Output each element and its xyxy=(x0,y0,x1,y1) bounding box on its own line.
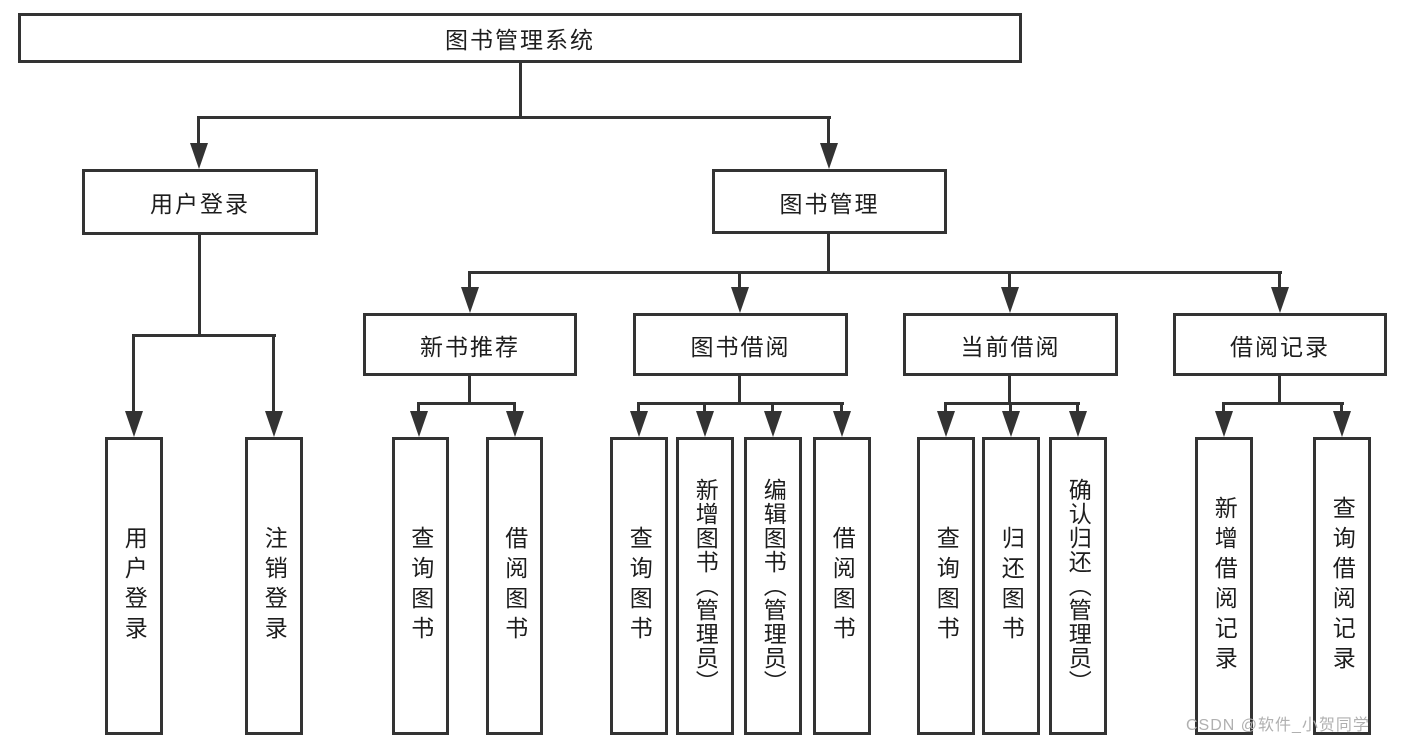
node-new-book-recommend: 新书推荐 xyxy=(363,313,577,376)
leaf-return-book: 归还图书 xyxy=(982,437,1040,735)
connector-user-rail xyxy=(132,334,276,337)
arrow-down-icon xyxy=(410,411,428,437)
leaf-label: 确认归还（管理员） xyxy=(1065,478,1092,694)
arrow-down-icon xyxy=(461,287,479,313)
arrow-down-icon xyxy=(820,143,838,169)
arrow-down-icon xyxy=(764,411,782,437)
connector-root-stem xyxy=(519,63,522,119)
connector-drop xyxy=(840,402,843,416)
connector-drop xyxy=(1076,402,1079,416)
arrow-down-icon xyxy=(1001,287,1019,313)
leaf-label: 查询借阅记录 xyxy=(1329,496,1356,676)
arrow-down-icon xyxy=(731,287,749,313)
connector-section-stem xyxy=(738,376,741,405)
arrow-down-icon xyxy=(1215,411,1233,437)
connector-drop xyxy=(513,402,516,416)
leaf-add-book-admin: 新增图书（管理员） xyxy=(676,437,734,735)
connector-user-stem xyxy=(198,235,201,337)
leaf-query-borrow-record: 查询借阅记录 xyxy=(1313,437,1371,735)
connector-root-rail xyxy=(197,116,831,119)
watermark-text: CSDN @软件_小贺同学 xyxy=(1186,717,1370,734)
leaf-label: 查询图书 xyxy=(626,526,653,646)
node-label: 新书推荐 xyxy=(420,333,520,360)
leaf-user-login: 用户登录 xyxy=(105,437,163,735)
leaf-label: 编辑图书（管理员） xyxy=(760,478,787,694)
connector-drop xyxy=(703,402,706,416)
connector-drop xyxy=(771,402,774,416)
leaf-edit-book-admin: 编辑图书（管理员） xyxy=(744,437,802,735)
connector-drop xyxy=(132,334,135,414)
connector-section-rail xyxy=(637,402,844,405)
leaf-query-book-borrow: 查询图书 xyxy=(610,437,668,735)
node-label: 用户登录 xyxy=(150,191,250,217)
node-book-management: 图书管理 xyxy=(712,169,947,234)
connector-drop xyxy=(1340,402,1343,416)
node-label: 图书管理系统 xyxy=(445,27,595,53)
arrow-down-icon xyxy=(630,411,648,437)
connector-section-stem xyxy=(1008,376,1011,405)
connector-book-stem xyxy=(827,234,830,274)
leaf-label: 借阅图书 xyxy=(501,526,528,646)
leaf-label: 查询图书 xyxy=(407,526,434,646)
connector-section-rail xyxy=(944,402,1080,405)
connector-drop xyxy=(468,271,471,291)
arrow-down-icon xyxy=(190,143,208,169)
connector-section-stem xyxy=(468,376,471,405)
arrow-down-icon xyxy=(506,411,524,437)
leaf-confirm-return-admin: 确认归还（管理员） xyxy=(1049,437,1107,735)
leaf-label: 查询图书 xyxy=(933,526,960,646)
node-current-borrow: 当前借阅 xyxy=(903,313,1118,376)
connector-drop xyxy=(827,116,830,146)
leaf-label: 新增图书（管理员） xyxy=(692,478,719,694)
connector-drop xyxy=(738,271,741,291)
connector-section-rail xyxy=(417,402,516,405)
arrow-down-icon xyxy=(696,411,714,437)
connector-drop xyxy=(1009,402,1012,416)
connector-drop xyxy=(637,402,640,416)
connector-drop xyxy=(417,402,420,416)
node-book-borrow: 图书借阅 xyxy=(633,313,848,376)
node-library-management-system: 图书管理系统 xyxy=(18,13,1022,63)
arrow-down-icon xyxy=(125,411,143,437)
connector-section-stem xyxy=(1278,376,1281,405)
connector-drop xyxy=(1278,271,1281,291)
leaf-label: 用户登录 xyxy=(121,526,148,646)
node-borrow-records: 借阅记录 xyxy=(1173,313,1387,376)
arrow-down-icon xyxy=(937,411,955,437)
leaf-query-book-recommend: 查询图书 xyxy=(392,437,449,735)
connector-drop xyxy=(1222,402,1225,416)
connector-book-rail xyxy=(468,271,1282,274)
arrow-down-icon xyxy=(1333,411,1351,437)
node-label: 借阅记录 xyxy=(1230,333,1330,360)
leaf-label: 新增借阅记录 xyxy=(1211,496,1238,676)
leaf-label: 借阅图书 xyxy=(829,526,856,646)
leaf-borrow-book: 借阅图书 xyxy=(813,437,871,735)
node-label: 图书借阅 xyxy=(690,333,791,360)
connector-drop xyxy=(1008,271,1011,291)
leaf-borrow-book-recommend: 借阅图书 xyxy=(486,437,543,735)
leaf-query-book-current: 查询图书 xyxy=(917,437,975,735)
arrow-down-icon xyxy=(1002,411,1020,437)
leaf-logout: 注销登录 xyxy=(245,437,303,735)
leaf-label: 注销登录 xyxy=(261,526,288,646)
connector-section-rail xyxy=(1222,402,1344,405)
arrow-down-icon xyxy=(1271,287,1289,313)
node-label: 图书管理 xyxy=(779,190,880,217)
connector-drop xyxy=(272,334,275,414)
arrow-down-icon xyxy=(833,411,851,437)
leaf-add-borrow-record: 新增借阅记录 xyxy=(1195,437,1253,735)
arrow-down-icon xyxy=(265,411,283,437)
connector-drop xyxy=(944,402,947,416)
leaf-label: 归还图书 xyxy=(998,526,1025,646)
arrow-down-icon xyxy=(1069,411,1087,437)
connector-drop xyxy=(197,116,200,146)
node-user-login: 用户登录 xyxy=(82,169,318,235)
node-label: 当前借阅 xyxy=(960,333,1061,360)
